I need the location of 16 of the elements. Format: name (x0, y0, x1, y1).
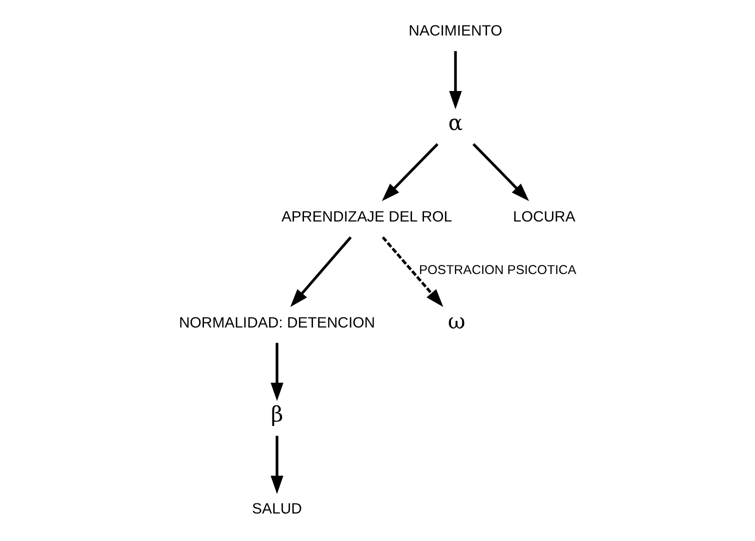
node-text: α (448, 110, 462, 136)
node-text: LOCURA (512, 208, 575, 226)
node-text: SALUD (252, 500, 302, 518)
arrow (472, 143, 529, 202)
node-text: NORMALIDAD: DETENCION (178, 314, 375, 332)
node-text: NACIMIENTO (408, 22, 502, 40)
arrow (448, 51, 462, 110)
edge-label: POSTRACION PSICOTICA (418, 262, 576, 277)
arrow (381, 236, 443, 308)
arrow (270, 436, 283, 494)
node-text: ω (447, 310, 465, 335)
node-text: β (270, 402, 283, 428)
node-text: APRENDIZAJE DEL ROL (280, 208, 452, 226)
arrow (290, 236, 352, 308)
arrow (381, 143, 438, 202)
arrow (270, 342, 283, 401)
